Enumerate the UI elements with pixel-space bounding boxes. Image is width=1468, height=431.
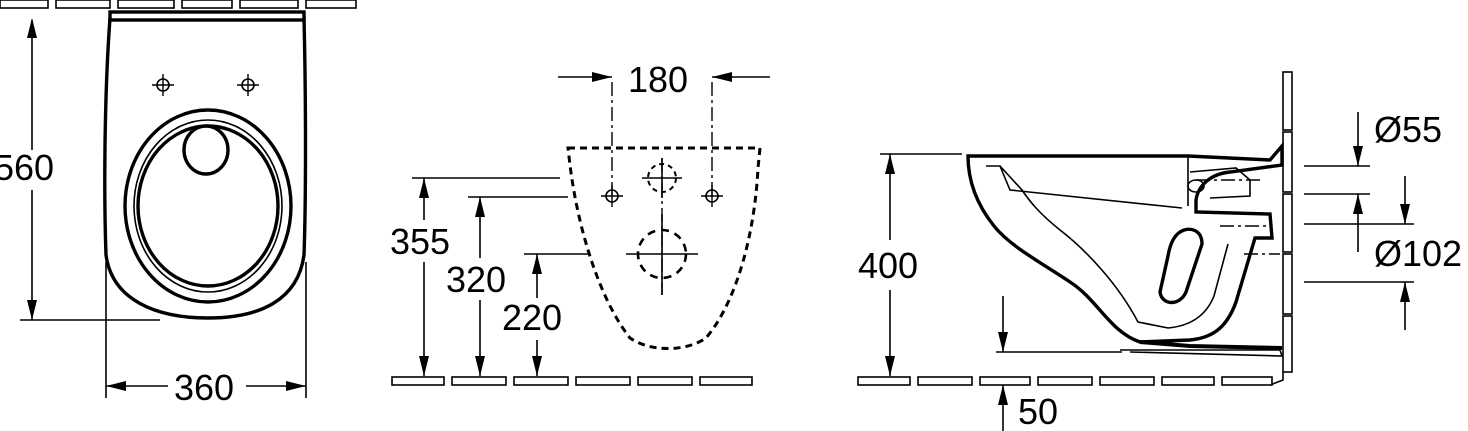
wall-strip-top: [0, 0, 357, 9]
dim-320: 320: [446, 197, 506, 376]
rear-fixing-right: [700, 184, 724, 208]
dim-180: 180: [558, 59, 770, 100]
side-view: 400 50 Ø55 Ø102: [857, 71, 1462, 431]
side-trap: [1158, 227, 1204, 305]
front-bowl-top: [108, 10, 306, 22]
dim-50: 50: [996, 296, 1122, 431]
dim-400-label: 400: [858, 245, 918, 286]
dim-d55: Ø55: [1304, 109, 1442, 252]
dim-560: 560: [0, 18, 160, 321]
side-bowl-shell: [966, 141, 1284, 344]
side-wall: [1269, 71, 1293, 386]
dim-d102: Ø102: [1304, 176, 1462, 330]
rear-view: 180 355 320 220: [390, 59, 770, 386]
flush-outlet: [182, 124, 230, 176]
dim-360: 360: [105, 262, 307, 408]
dim-d102-label: Ø102: [1374, 233, 1462, 274]
dim-d55-label: Ø55: [1374, 109, 1442, 150]
rear-flush-pipe: [642, 158, 682, 198]
side-floor: [857, 376, 1273, 386]
dim-180-label: 180: [628, 59, 688, 100]
dim-220-label: 220: [502, 297, 562, 338]
rear-outlet: [626, 214, 698, 295]
dim-320-label: 320: [446, 259, 506, 300]
front-view: 560 360: [0, 0, 357, 408]
dim-400: 400: [858, 153, 962, 376]
side-bowl-inner: [986, 165, 1229, 329]
dim-220: 220: [502, 254, 562, 376]
seat-inner: [133, 119, 283, 293]
dim-50-label: 50: [1018, 391, 1058, 431]
dim-560-label: 560: [0, 147, 54, 188]
dim-355: 355: [390, 178, 450, 376]
rear-fixing-left: [600, 184, 624, 208]
rear-floor: [391, 376, 753, 386]
dim-355-label: 355: [390, 221, 450, 262]
dim-360-label: 360: [174, 367, 234, 408]
rear-dashed-outline: [566, 146, 762, 350]
